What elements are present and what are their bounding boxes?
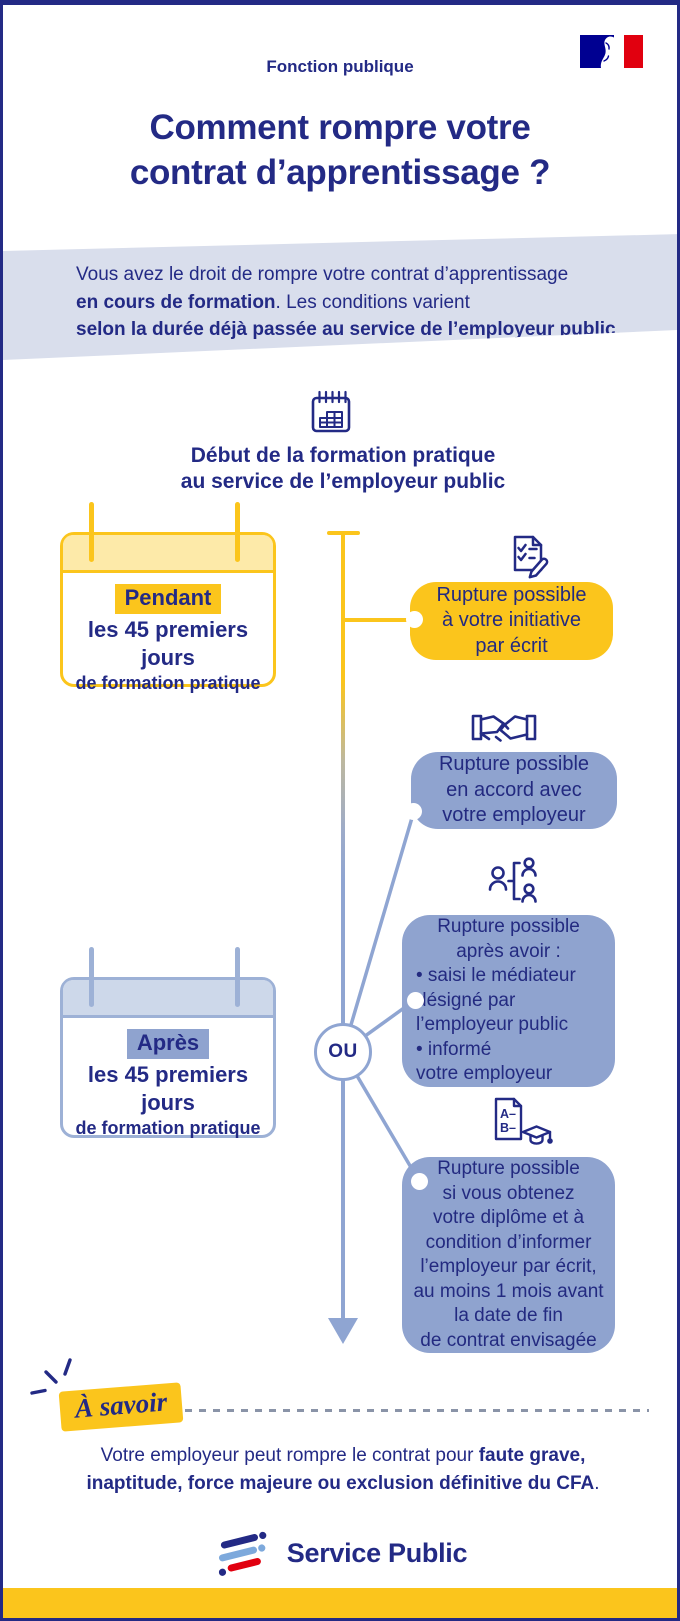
page-title-line2: contrat d’apprentissage ? <box>129 153 551 192</box>
intro-line1: Vous avez le droit de rompre votre contr… <box>76 264 569 285</box>
pendant-line3: de formation pratique <box>75 673 261 693</box>
pendant-highlight: Pendant <box>114 584 222 614</box>
apres-highlight: Après <box>126 1029 210 1059</box>
mediator-people-icon <box>488 857 537 903</box>
sparkle-icon <box>30 1358 72 1395</box>
intro-band: Vous avez le droit de rompre votre contr… <box>3 234 677 360</box>
calendar-card-header <box>63 980 273 1018</box>
service-public-mark-icon <box>218 1531 267 1576</box>
note-line1-bold: faute grave, <box>478 1445 586 1466</box>
outcome-initiative-box: Rupture possible à votre initiative par … <box>410 582 613 660</box>
calendar-card-header <box>63 535 273 573</box>
a-savoir-tag: À savoir <box>58 1382 184 1432</box>
bottom-yellow-bar <box>3 1588 677 1618</box>
period-card-pendant: Pendant les 45 premiers jours de formati… <box>60 532 276 693</box>
timeline-line <box>341 531 345 1320</box>
note-line2-bold: inaptitude, force majeure ou exclusion d… <box>86 1472 595 1494</box>
pendant-line2: les 45 premiers jours <box>87 617 249 670</box>
service-public-logo: Service Public <box>3 1525 677 1581</box>
dashed-divider <box>185 1409 649 1412</box>
brand-name: Service Public <box>286 1537 468 1568</box>
connector-dot <box>405 803 422 820</box>
outcome-diplome-box: Rupture possible si vous obtenez votre d… <box>402 1157 615 1353</box>
svg-text:A–: A– <box>500 1107 516 1121</box>
diploma-icon: A– B– <box>494 1097 553 1145</box>
note-line1-regular: Votre employeur peut rompre le contrat p… <box>100 1445 479 1466</box>
note-line2-rest: . <box>594 1472 600 1494</box>
calendar-ring <box>89 502 94 562</box>
calendar-ring <box>235 502 240 562</box>
calendar-ring <box>235 947 240 1007</box>
apres-line3: de formation pratique <box>75 1118 261 1138</box>
intro-text: Vous avez le droit de rompre votre contr… <box>3 234 677 344</box>
apres-line2: les 45 premiers jours <box>87 1062 249 1115</box>
marianne-flag-logo <box>580 35 643 68</box>
period-card-apres: Après les 45 premiers jours de formation… <box>60 977 276 1138</box>
footer-note: Votre employeur peut rompre le contrat p… <box>43 1442 643 1497</box>
outcome-mediateur-items: • saisi le médiateur désigné par l’emplo… <box>416 965 576 1085</box>
timeline-arrow-icon <box>328 1318 358 1344</box>
outcome-accord-box: Rupture possible en accord avec votre em… <box>411 752 617 829</box>
connector-dot <box>411 1173 428 1190</box>
checklist-pen-icon <box>513 535 549 579</box>
outcome-mediateur-head: Rupture possible après avoir : <box>437 916 580 962</box>
page-title: Comment rompre votre contrat d’apprentis… <box>3 105 677 195</box>
category-label: Fonction publique <box>266 57 414 76</box>
connector-dot <box>407 992 424 1009</box>
or-node: OU <box>314 1023 372 1081</box>
connector-dot <box>406 611 423 628</box>
intro-line2-bold: en cours de formation <box>76 291 276 313</box>
handshake-icon <box>471 714 537 742</box>
svg-text:B–: B– <box>500 1121 516 1135</box>
calendar-icon <box>311 390 351 433</box>
intro-line2-rest: . Les conditions varient <box>275 291 470 313</box>
branch-line-initiative <box>344 618 414 622</box>
intro-line3-rest: . <box>615 319 621 340</box>
page-title-line1: Comment rompre votre <box>149 108 531 147</box>
timeline-start-heading: Début de la formation pratique au servic… <box>180 444 506 493</box>
outcome-mediateur-box: Rupture possible après avoir : • saisi l… <box>402 915 615 1087</box>
intro-line3-bold: selon la durée déjà passée au service de… <box>76 319 616 340</box>
calendar-ring <box>89 947 94 1007</box>
